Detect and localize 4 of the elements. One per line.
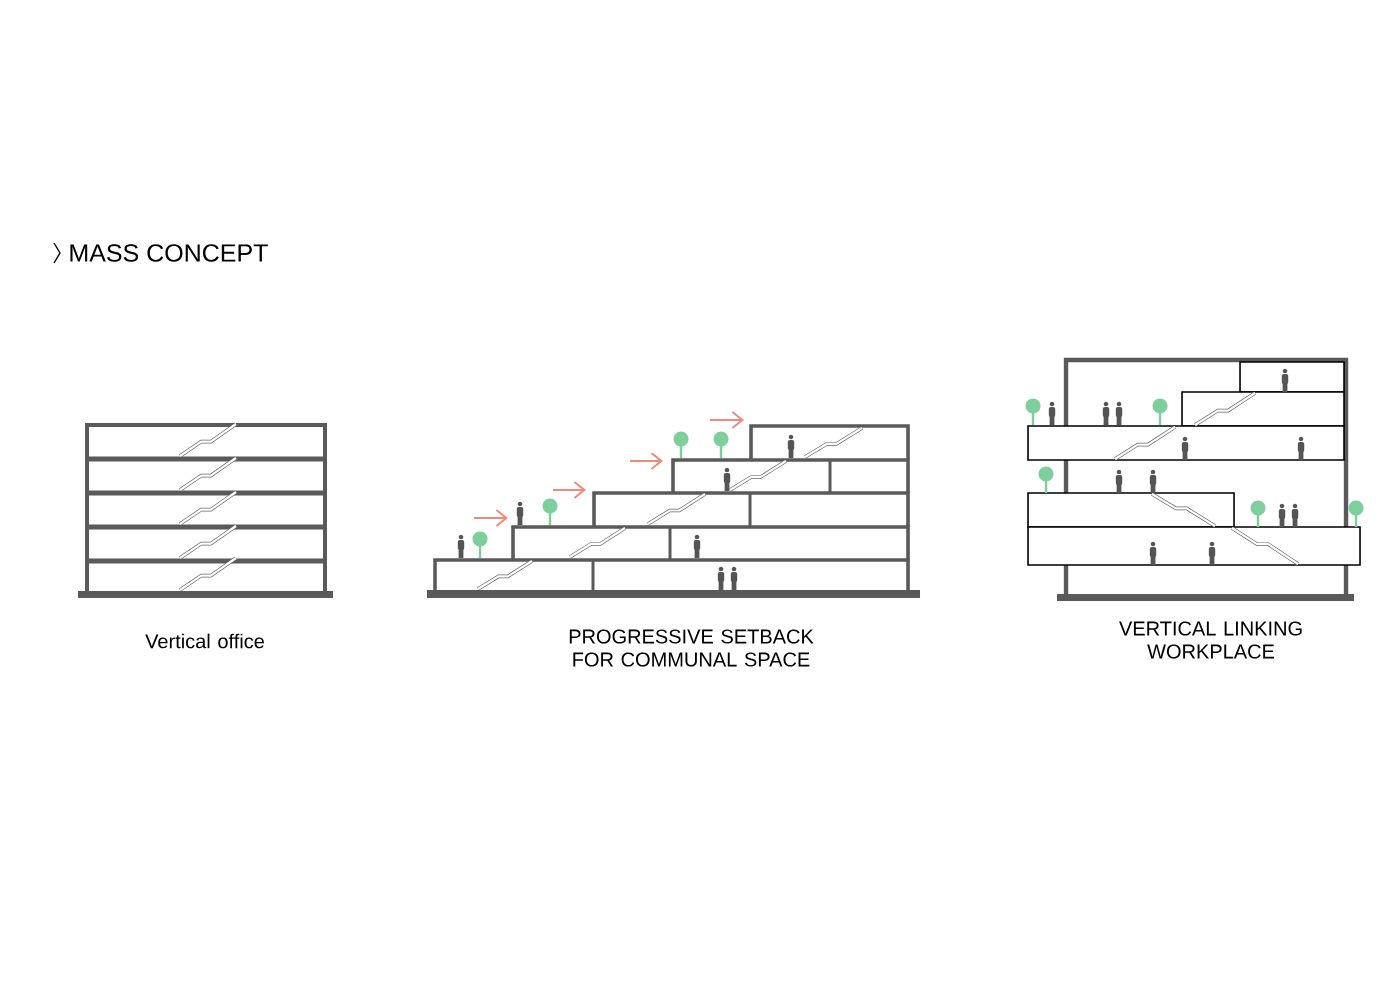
caption: VERTICAL LINKING WORKPLACE bbox=[1119, 621, 1302, 659]
caption: PROGRESSIVE SETBACK FOR COMMUNAL SPACE bbox=[569, 629, 814, 667]
caption: Vertical office bbox=[145, 633, 264, 649]
title: MASS CONCEPT bbox=[70, 244, 268, 262]
